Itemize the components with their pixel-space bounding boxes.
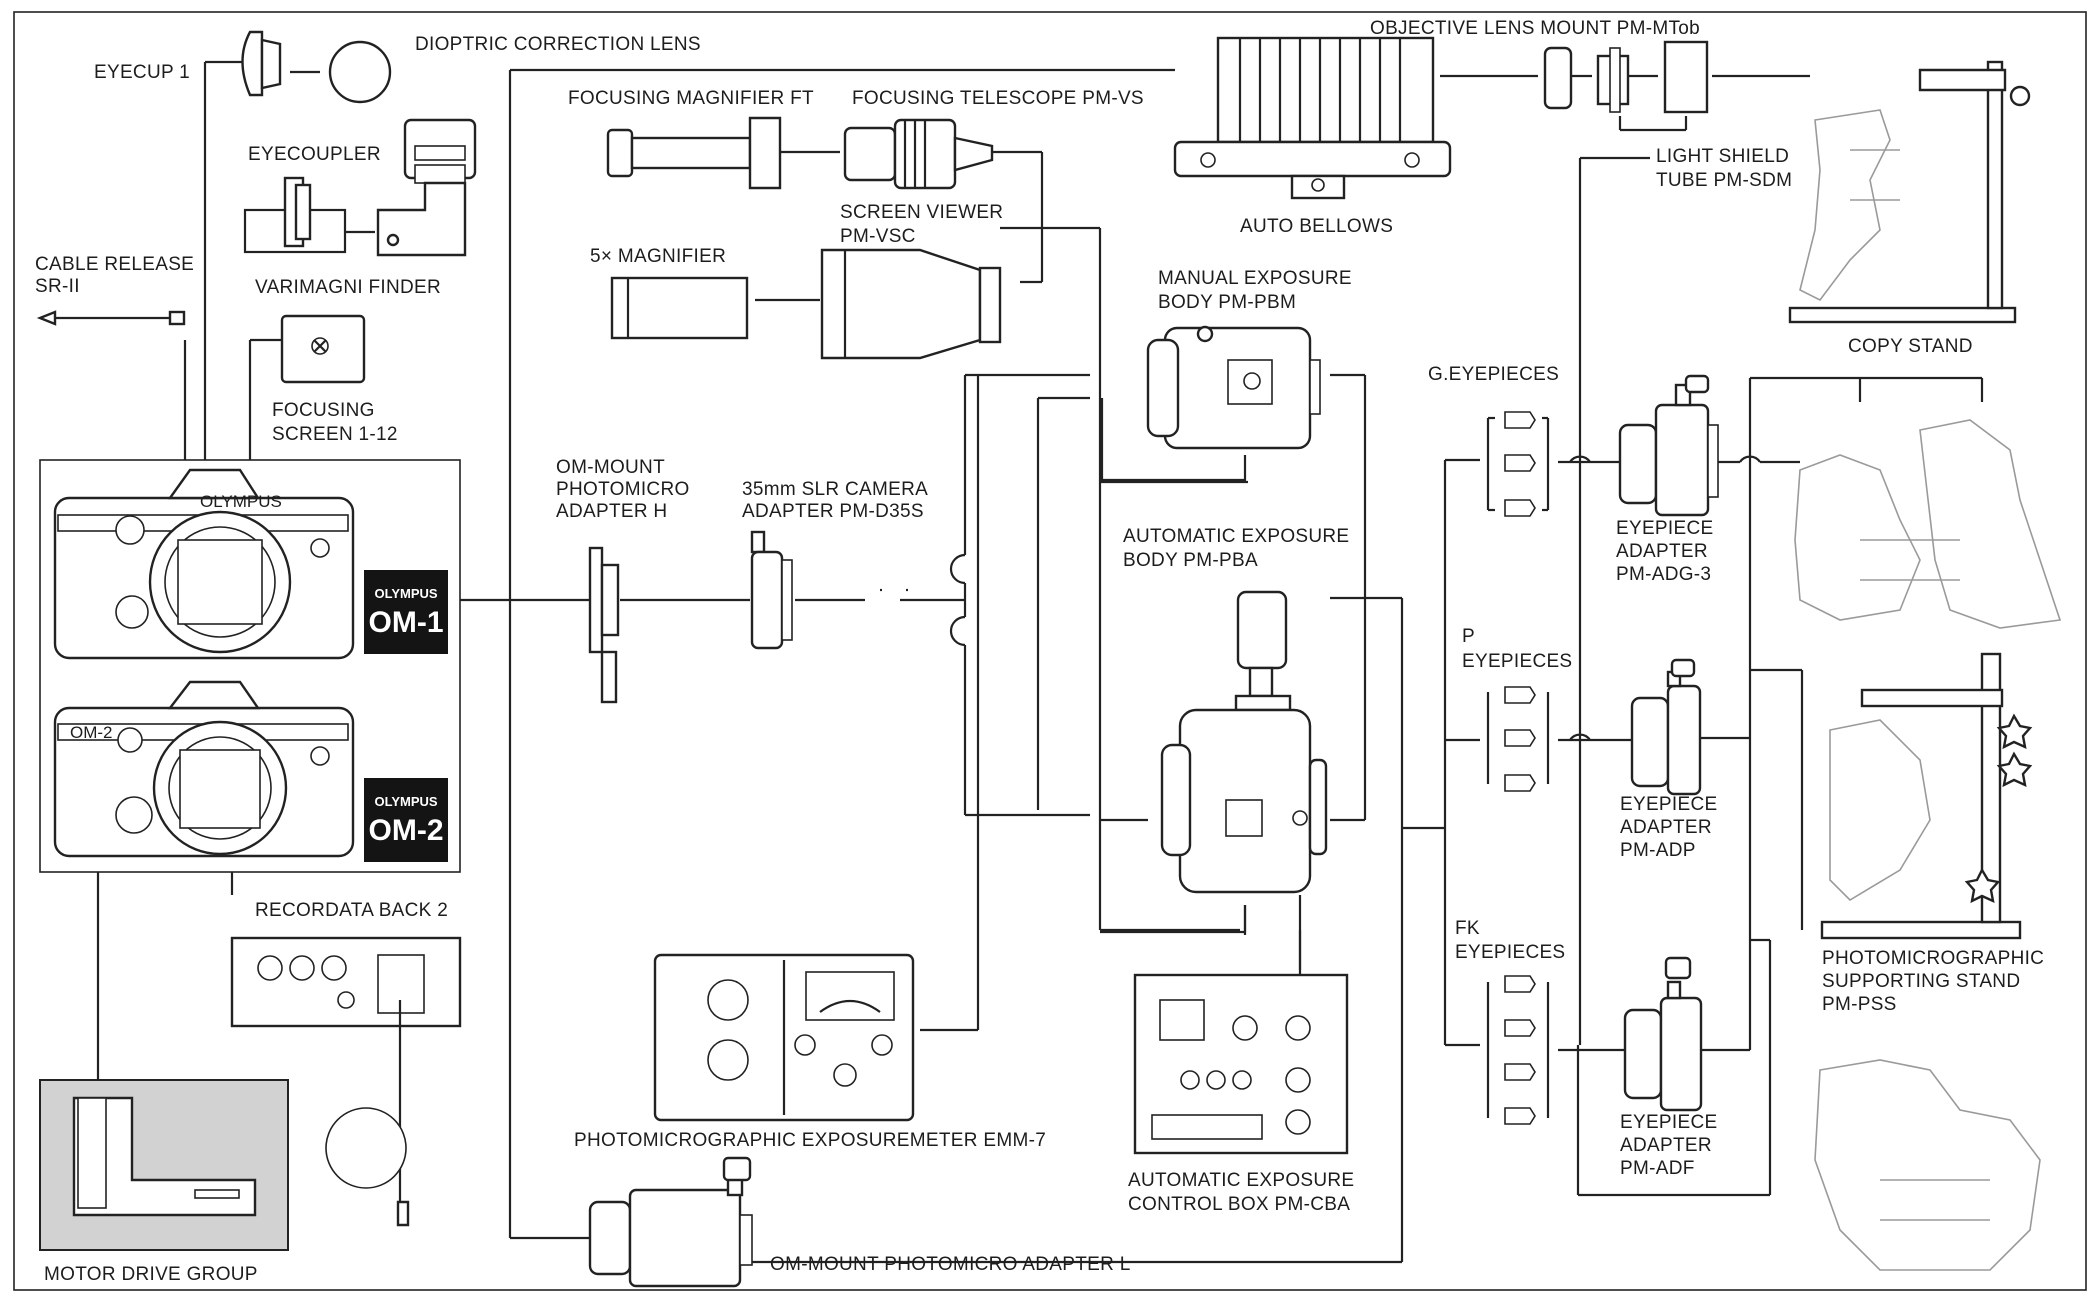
label-focusing-magnifier: FOCUSING MAGNIFIER FT (568, 88, 814, 109)
label-adf-3: PM-ADF (1620, 1158, 1695, 1179)
label-adg3-2: ADAPTER (1616, 541, 1708, 562)
label-g-eyepieces: G.EYEPIECES (1428, 364, 1559, 385)
eyecoupler-drawing (285, 178, 310, 246)
om2-badge-maker: OLYMPUS (374, 794, 437, 809)
label-eyecup: EYECUP 1 (94, 62, 190, 83)
label-adp-1: EYEPIECE (1620, 794, 1717, 815)
label-p-eyepieces-1: P (1462, 626, 1475, 647)
label-screen-viewer-model: PM-VSC (840, 226, 916, 247)
label-exposuremeter: PHOTOMICROGRAPHIC EXPOSUREMETER EMM-7 (574, 1130, 1046, 1151)
label-om-adapter-h-1: OM-MOUNT (556, 457, 665, 478)
label-objective-lens-mount: OBJECTIVE LENS MOUNT PM-MTob (1370, 18, 1700, 39)
om2-badge-model: OM-2 (369, 814, 444, 847)
focusing-screen-drawing (282, 316, 364, 382)
label-om-adapter-l: OM-MOUNT PHOTOMICRO ADAPTER L (770, 1254, 1131, 1275)
om1-badge: OLYMPUS OM-1 (364, 570, 448, 654)
label-adg3-1: EYEPIECE (1616, 518, 1713, 539)
om1-camera-body: OLYMPUS (55, 470, 353, 658)
label-slr-adapter: 35mm SLR CAMERA (742, 479, 928, 500)
label-recordata-back: RECORDATA BACK 2 (255, 900, 448, 921)
label-automatic-exposure-body-model: BODY PM-PBA (1123, 550, 1258, 571)
label-copy-stand: COPY STAND (1848, 336, 1973, 357)
label-adf-1: EYEPIECE (1620, 1112, 1717, 1133)
magnifier-5x-drawing (612, 278, 747, 338)
om1-badge-maker: OLYMPUS (374, 586, 437, 601)
label-supporting-stand-3: PM-PSS (1822, 994, 1897, 1015)
motor-drive-drawing (40, 1080, 288, 1250)
label-adp-3: PM-ADP (1620, 840, 1696, 861)
label-focusing-telescope: FOCUSING TELESCOPE PM-VS (852, 88, 1144, 109)
label-control-box-model: CONTROL BOX PM-CBA (1128, 1194, 1350, 1215)
label-supporting-stand-2: SUPPORTING STAND (1822, 971, 2020, 992)
label-5x-magnifier: 5× MAGNIFIER (590, 246, 726, 267)
om1-body-engraving: OLYMPUS (200, 492, 282, 511)
label-adg3-3: PM-ADG-3 (1616, 564, 1711, 585)
label-focusing-screen: FOCUSING (272, 400, 375, 421)
label-focusing-screen-model: SCREEN 1-12 (272, 424, 398, 445)
exposuremeter-drawing (655, 955, 913, 1120)
om2-body-engraving: OM-2 (70, 723, 113, 742)
label-dioptric-correction-lens: DIOPTRIC CORRECTION LENS (415, 34, 701, 55)
om2-badge: OLYMPUS OM-2 (364, 778, 448, 862)
label-om-adapter-h-2: PHOTOMICRO (556, 479, 690, 500)
label-adp-2: ADAPTER (1620, 817, 1712, 838)
label-auto-bellows: AUTO BELLOWS (1240, 216, 1393, 237)
manual-exposure-body-drawing (1148, 327, 1320, 448)
dioptric-lens-drawing (330, 42, 390, 102)
label-eyecoupler: EYECOUPLER (248, 144, 381, 165)
label-light-shield: LIGHT SHIELD (1656, 146, 1789, 167)
label-cable-release: CABLE RELEASE (35, 254, 194, 275)
label-automatic-exposure-body: AUTOMATIC EXPOSURE (1123, 526, 1349, 547)
label-light-shield-model: TUBE PM-SDM (1656, 170, 1792, 191)
label-cable-release-model: SR-II (35, 276, 80, 297)
label-p-eyepieces-2: EYEPIECES (1462, 651, 1572, 672)
om1-badge-model: OM-1 (369, 606, 444, 639)
label-motor-drive-group: MOTOR DRIVE GROUP (44, 1264, 258, 1285)
om2-camera-body: OM-2 (55, 682, 353, 856)
label-fk-eyepieces-1: FK (1455, 918, 1480, 939)
control-box-drawing (1135, 975, 1347, 1153)
label-supporting-stand-1: PHOTOMICROGRAPHIC (1822, 948, 2044, 969)
label-manual-exposure-body-model: BODY PM-PBM (1158, 292, 1296, 313)
label-fk-eyepieces-2: EYEPIECES (1455, 942, 1565, 963)
label-control-box: AUTOMATIC EXPOSURE (1128, 1170, 1354, 1191)
label-screen-viewer: SCREEN VIEWER (840, 202, 1003, 223)
label-manual-exposure-body: MANUAL EXPOSURE (1158, 268, 1352, 289)
label-om-adapter-h-3: ADAPTER H (556, 501, 667, 522)
label-adf-2: ADAPTER (1620, 1135, 1712, 1156)
label-slr-adapter-model: ADAPTER PM-D35S (742, 501, 924, 522)
label-varimagni-finder: VARIMAGNI FINDER (255, 277, 441, 298)
